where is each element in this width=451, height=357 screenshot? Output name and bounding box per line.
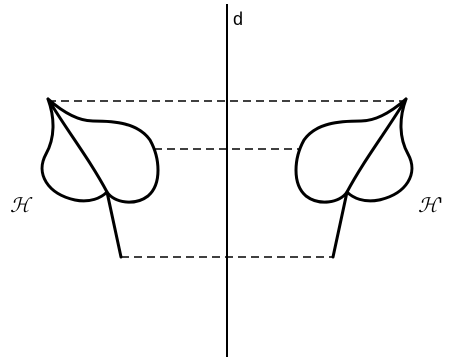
axis-label: d xyxy=(233,9,243,29)
shape-h-prime-right-lobe xyxy=(345,97,414,203)
shape-h-prime-label: ℋ' xyxy=(418,193,443,217)
shape-h-label: ℋ xyxy=(10,193,33,217)
shape-h-prime-inner-curve xyxy=(294,97,408,204)
shape-h-prime-stem xyxy=(331,190,349,259)
shape-h-inner-curve xyxy=(46,97,160,204)
shape-h-left-lobe xyxy=(40,97,109,203)
shape-h-stem xyxy=(105,190,123,259)
shape-h xyxy=(40,97,160,259)
shape-h-prime xyxy=(294,97,414,259)
